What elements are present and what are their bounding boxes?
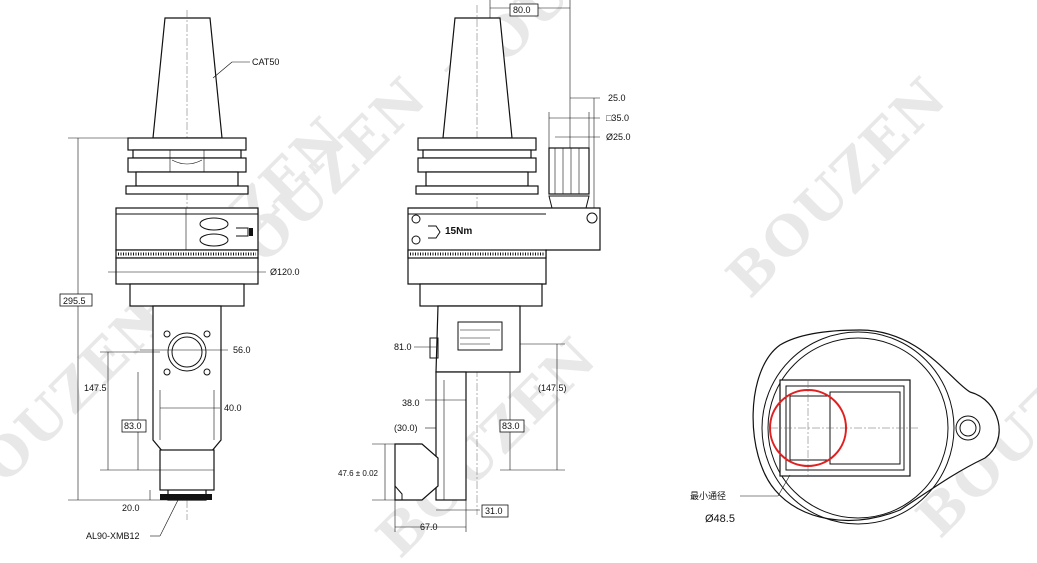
side-head <box>394 443 439 501</box>
side-view: 15Nm 80.0 25.0 <box>338 0 631 532</box>
bottom-min-bore-value: Ø48.5 <box>705 513 735 525</box>
side-spindle <box>548 147 590 195</box>
front-model-label: AL90-XMB12 <box>86 531 140 541</box>
side-dim-30-0-ref: (30.0) <box>394 423 418 433</box>
bottom-min-bore-label: 最小通径 <box>690 490 726 502</box>
side-dim-dia-25: Ø25.0 <box>606 132 631 142</box>
min-bore-highlight <box>769 389 847 467</box>
side-dim-83-0: 83.0 <box>502 421 520 431</box>
side-dim-47-6: 47.6 ± 0.02 <box>338 469 379 478</box>
side-dim-80-0: 80.0 <box>513 5 531 15</box>
watermark: BOUZEN <box>714 64 959 309</box>
side-dim-38-0: 38.0 <box>402 398 420 408</box>
side-dim-square-35: □35.0 <box>606 113 629 123</box>
front-dim-83-0: 83.0 <box>124 421 142 431</box>
watermark: BOUZEN <box>0 284 179 529</box>
bottom-view: 最小通径 Ø48.5 <box>690 329 1000 525</box>
side-taper <box>442 17 513 139</box>
front-taper <box>152 17 223 139</box>
side-torque-label: 15Nm <box>445 226 472 237</box>
side-dim-81-0: 81.0 <box>394 342 412 352</box>
front-dim-40-0: 40.0 <box>224 403 242 413</box>
side-dim-67-0: 67.0 <box>420 522 438 532</box>
side-arm <box>435 371 467 501</box>
front-flange <box>127 137 247 151</box>
side-dim-25-0: 25.0 <box>608 93 626 103</box>
side-main-body <box>407 207 601 285</box>
side-dim-147-5-ref: (147.5) <box>538 383 567 393</box>
front-dim-20-0: 20.0 <box>122 503 140 513</box>
front-dim-147-5: 147.5 <box>84 383 107 393</box>
side-lower-housing <box>435 305 521 373</box>
front-stem-width: 56.0 <box>233 345 251 355</box>
front-view: CAT50 295.5 Ø120.0 56.0 147.5 40.0 83.0 … <box>59 10 300 541</box>
front-shank-label: CAT50 <box>252 57 279 67</box>
front-scale-ring <box>115 249 259 259</box>
front-overall-height: 295.5 <box>63 296 86 306</box>
front-body-diameter: Ø120.0 <box>270 267 300 277</box>
front-main-body <box>115 207 259 251</box>
side-dim-31-0: 31.0 <box>485 506 503 516</box>
